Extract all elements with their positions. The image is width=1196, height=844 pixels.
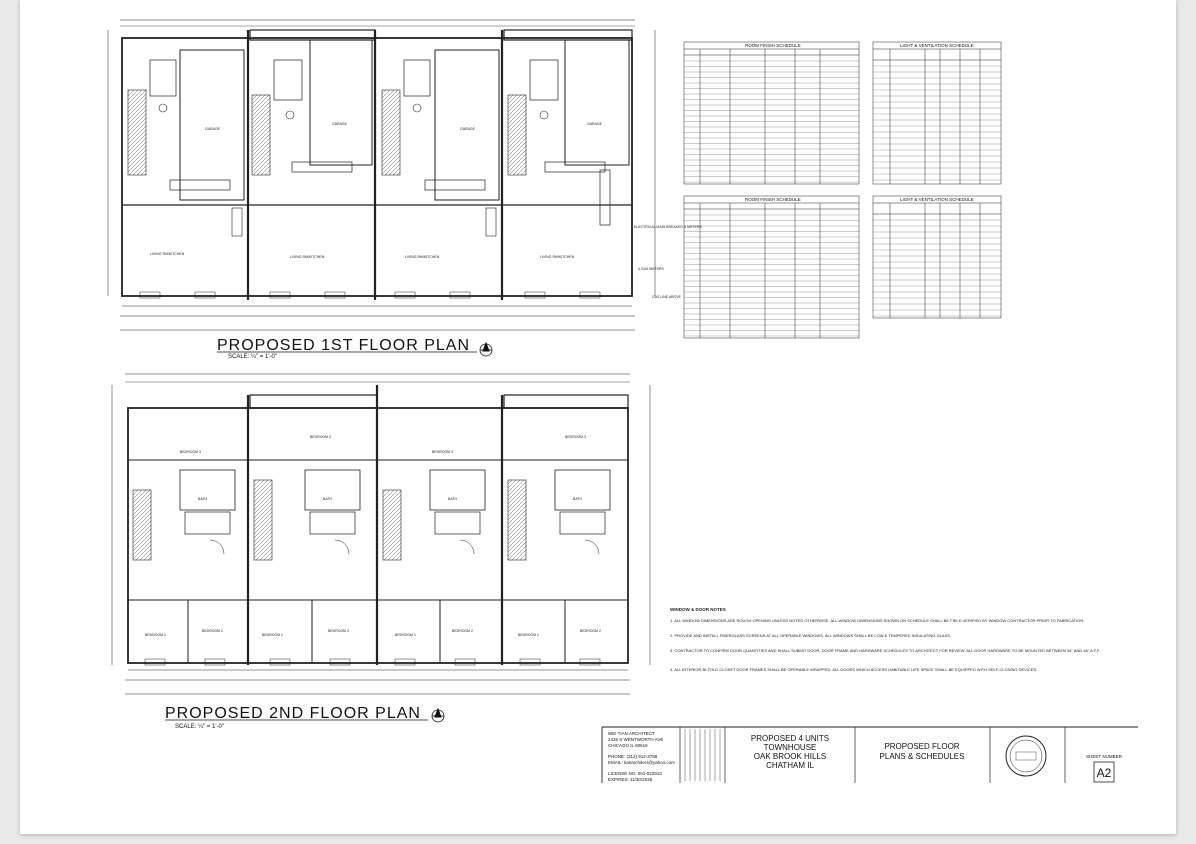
room-finish-schedule-1 xyxy=(683,41,860,185)
project-line-4: CHATHAM IL xyxy=(766,761,814,770)
architect-seal-icon xyxy=(1005,735,1047,777)
architect-email: EMAIL: tianarchitect@yahoo.com xyxy=(608,760,675,765)
room-label-living: LIVING RM/KITCHEN xyxy=(290,255,325,259)
light-vent-schedule-title: LIGHT & VENTILATION SCHEDULE xyxy=(900,43,974,48)
room-label-garage: GARAGE xyxy=(460,127,476,131)
light-vent-schedule-title: LIGHT & VENTILATION SCHEDULE xyxy=(900,197,974,202)
room-label-living: LIVING RM/KITCHEN xyxy=(405,255,440,259)
first-floor-plan-title: PROPOSED 1ST FLOOR PLAN xyxy=(217,337,470,354)
sheet-title-1: PROPOSED FLOOR xyxy=(884,742,959,751)
room-finish-schedule-2 xyxy=(683,195,860,339)
room-label-garage: GARAGE xyxy=(205,127,221,131)
sheet-number-label: SHEET NUMBER xyxy=(1086,754,1122,759)
second-floor-plan-title: PROPOSED 2ND FLOOR PLAN xyxy=(165,705,421,722)
architect-address-2: CHICAGO IL 60616 xyxy=(608,743,648,748)
second-floor-scale: SCALE: ¼" = 1'-0" xyxy=(175,724,224,730)
first-floor-scale: SCALE: ¼" = 1'-0" xyxy=(228,354,277,360)
light-vent-schedule-1 xyxy=(872,41,1002,185)
note-2: 2. PROVIDE AND INSTALL FIBERGLASS SCREEN… xyxy=(670,633,951,638)
room-label-bedroom-1: BEDROOM 1 xyxy=(395,633,416,637)
architect-address-1: 2426 S WENTWORTH AVE xyxy=(608,737,663,742)
architect-name: WEI TIAN ARCHITECT xyxy=(608,731,655,736)
room-label-bath: BATH xyxy=(198,497,208,501)
room-label-bath: BATH xyxy=(573,497,583,501)
room-finish-schedule-title: ROOM FINISH SCHEDULE xyxy=(745,197,801,202)
schedule-row-rules xyxy=(684,214,859,337)
note-1: 1. ALL WINDOW DIMENSIONS ARE ROUGH OPENI… xyxy=(670,618,1084,623)
room-label-bedroom-2: BEDROOM 2 xyxy=(452,629,473,633)
room-finish-schedule-title: ROOM FINISH SCHEDULE xyxy=(745,43,801,48)
sheet-number: A2 xyxy=(1097,766,1112,780)
second-floor-plan xyxy=(111,373,651,695)
architect-phone: PHONE: (312) 912-3788 xyxy=(608,754,658,759)
north-arrow-icon xyxy=(431,707,445,723)
window-door-notes: WINDOW & DOOR NOTES 1. ALL WINDOW DIMENS… xyxy=(670,607,1100,672)
note-4: 4. ALL INTERIOR BI-FOLD CLOSET DOOR FRAM… xyxy=(670,667,1037,672)
project-line-2: TOWNHOUSE xyxy=(764,743,817,752)
project-line-1: PROPOSED 4 UNITS xyxy=(751,734,829,743)
room-label-bedroom-1: BEDROOM 1 xyxy=(145,633,166,637)
floor-plan-drawing: GARAGE GARAGE GARAGE GARAGE LIVING RM/KI… xyxy=(107,19,1138,783)
license-expiry: EXPIRES: 11/30/2026 xyxy=(608,777,653,782)
room-label-bedroom-1: BEDROOM 1 xyxy=(262,633,283,637)
room-label-garage: GARAGE xyxy=(587,122,603,126)
first-floor-plan xyxy=(107,19,656,331)
room-label-bedroom-3: BEDROOM 3 xyxy=(432,450,453,454)
schedule-row-rules xyxy=(873,65,1001,181)
room-label-bath: BATH xyxy=(448,497,458,501)
room-label-bedroom-3: BEDROOM 3 xyxy=(310,435,331,439)
schedules: ROOM FINISH SCHEDULE LIGHT & VENTILATION… xyxy=(683,41,1002,339)
license-number: LICENSE NO: 001-022913 xyxy=(608,771,662,776)
room-label-bedroom-2: BEDROOM 2 xyxy=(580,629,601,633)
room-label-bedroom-3: BEDROOM 3 xyxy=(180,450,201,454)
room-label-bedroom-2: BEDROOM 2 xyxy=(202,629,223,633)
note-3: 3. CONTRACTOR TO CONFIRM DOOR QUANTITIES… xyxy=(670,648,1100,653)
project-line-3: OAK BROOK HILLS xyxy=(754,752,826,761)
room-label-bedroom-2: BEDROOM 2 xyxy=(328,629,349,633)
drawing-sheet: GARAGE GARAGE GARAGE GARAGE LIVING RM/KI… xyxy=(20,0,1176,834)
room-label-bedroom-1: BEDROOM 1 xyxy=(518,633,539,637)
room-label-living: LIVING RM/KITCHEN xyxy=(150,252,185,256)
title-block xyxy=(601,726,1138,783)
second-floor-labels: BEDROOM 3 BEDROOM 3 BEDROOM 3 BEDROOM 3 … xyxy=(145,435,601,730)
schedule-row-rules xyxy=(684,60,859,183)
sheet-number-box xyxy=(1093,761,1115,783)
schedule-row-rules xyxy=(873,219,1001,317)
notes-heading: WINDOW & DOOR NOTES xyxy=(670,607,726,612)
room-label-bath: BATH xyxy=(323,497,333,501)
room-label-garage: GARAGE xyxy=(332,122,348,126)
sheet-title-2: PLANS & SCHEDULES xyxy=(880,752,965,761)
gas-meter-note: 4 GAS METERS xyxy=(638,267,665,271)
gas-line-note: GAS LINE ABOVE xyxy=(652,295,682,299)
room-label-bedroom-3: BEDROOM 3 xyxy=(565,435,586,439)
north-arrow-icon xyxy=(479,341,493,357)
light-vent-schedule-2 xyxy=(872,195,1002,319)
first-floor-labels: GARAGE GARAGE GARAGE GARAGE LIVING RM/KI… xyxy=(150,122,702,360)
title-block-text: WEI TIAN ARCHITECT 2426 S WENTWORTH AVE … xyxy=(608,731,1123,782)
room-label-living: LIVING RM/KITCHEN xyxy=(540,255,575,259)
electrical-note: ELECTRICAL MAIN BREAKER & METERS xyxy=(634,225,702,229)
